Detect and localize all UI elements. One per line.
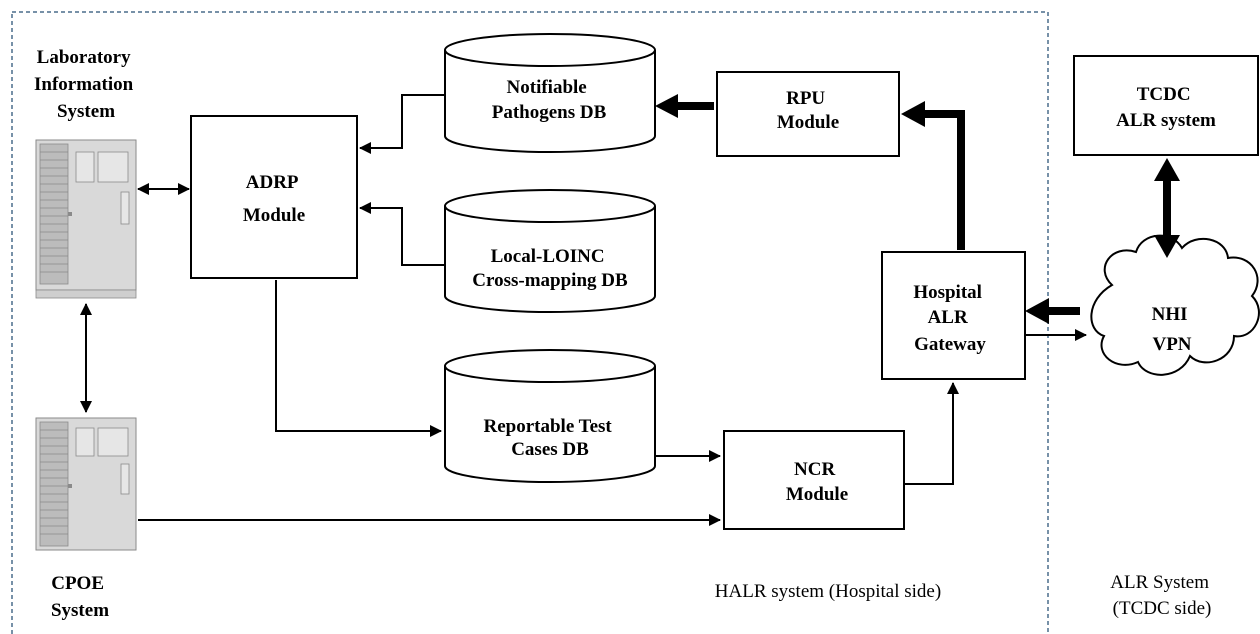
adrp-label: ADRP Module bbox=[243, 172, 305, 226]
lis-server-icon bbox=[35, 139, 137, 299]
rpu-module-box bbox=[716, 71, 900, 157]
halr-caption: HALR system (Hospital side) bbox=[715, 581, 941, 602]
cpoe-server-icon bbox=[35, 417, 137, 551]
ncr-to-gateway bbox=[904, 382, 959, 485]
tcdc-label: TCDC ALR system bbox=[1116, 84, 1216, 131]
loinc-db-label: Local-LOINC Cross-mapping DB bbox=[472, 246, 628, 291]
rpu-label: RPU Module bbox=[777, 88, 839, 133]
tcdc-nhi-head-up bbox=[1154, 158, 1180, 181]
tcdc-alr-box bbox=[1073, 55, 1259, 156]
adrp-module-box bbox=[190, 115, 358, 279]
adrp-to-reportable bbox=[275, 280, 442, 437]
rpu-to-notifiable-head bbox=[655, 94, 678, 118]
tcdc-nhi-head-down bbox=[1154, 235, 1180, 258]
reportable-db-label: Reportable Test Cases DB bbox=[484, 416, 617, 460]
lis-label: Laboratory Information System bbox=[34, 47, 138, 122]
notifiable-db-label: Notifiable Pathogens DB bbox=[492, 77, 607, 123]
gateway-label: Hospital ALR Gateway bbox=[913, 282, 986, 355]
gateway-to-rpu bbox=[924, 110, 965, 250]
ncr-label: NCR Module bbox=[786, 459, 848, 505]
reportable-test-cases-db bbox=[444, 349, 656, 483]
notifiable-pathogens-db bbox=[444, 33, 656, 153]
alr-caption: ALR System (TCDC side) bbox=[1110, 572, 1213, 619]
loinc-to-adrp bbox=[359, 202, 445, 266]
gateway-to-rpu-head bbox=[901, 101, 925, 127]
nhi-to-gateway-head bbox=[1025, 298, 1049, 324]
gateway-box bbox=[881, 251, 1026, 380]
nhi-label: NHI VPN bbox=[1152, 304, 1193, 355]
cpoe-label: CPOE System bbox=[51, 573, 109, 621]
ncr-module-box bbox=[723, 430, 905, 530]
notifiable-to-adrp bbox=[359, 94, 445, 154]
local-loinc-db bbox=[444, 189, 656, 313]
halr-boundary bbox=[11, 11, 1049, 634]
